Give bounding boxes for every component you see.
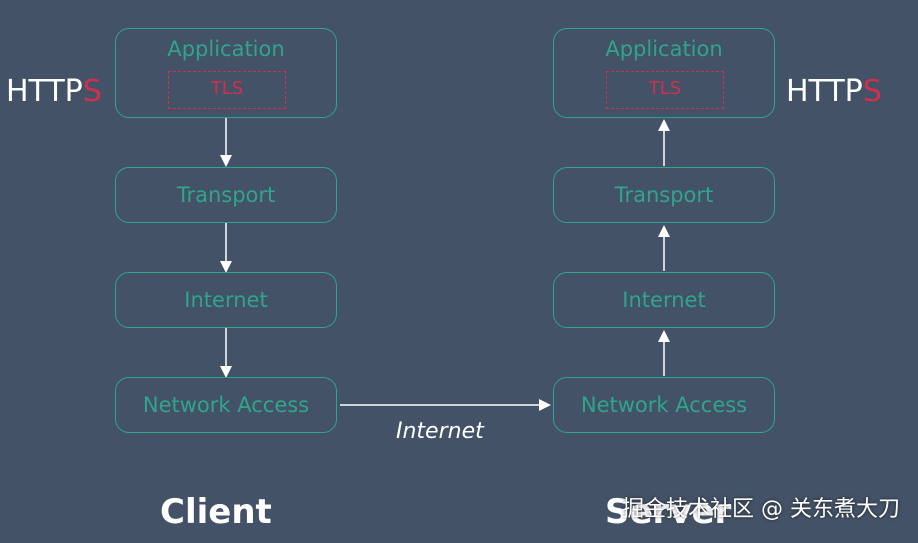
client-application-label: Application bbox=[167, 37, 285, 61]
server-internet-label: Internet bbox=[622, 288, 706, 312]
internet-connection-label: Internet bbox=[396, 419, 484, 444]
server-network-access-label: Network Access bbox=[580, 393, 748, 417]
server-internet-layer: Internet bbox=[553, 272, 775, 328]
server-transport-label: Transport bbox=[614, 183, 714, 207]
server-transport-layer: Transport bbox=[553, 167, 775, 223]
server-application-label: Application bbox=[605, 37, 723, 61]
server-application-layer: Application TLS bbox=[553, 28, 775, 118]
client-https-prefix: HTTP bbox=[6, 74, 83, 109]
client-application-layer: Application TLS bbox=[115, 28, 337, 118]
client-internet-layer: Internet bbox=[115, 272, 337, 328]
server-network-access-layer: Network Access bbox=[553, 377, 775, 433]
server-tls-label: TLS bbox=[648, 78, 682, 99]
client-tls-label: TLS bbox=[210, 78, 244, 99]
server-https-prefix: HTTP bbox=[786, 74, 863, 109]
client-tls-box: TLS bbox=[168, 71, 286, 109]
watermark-text: 掘金技术社区 @ 关东煮大刀 bbox=[622, 497, 900, 522]
client-https-suffix: S bbox=[82, 74, 102, 109]
server-label: Server bbox=[605, 492, 732, 532]
client-transport-label: Transport bbox=[176, 183, 276, 207]
server-https-label: HTTPS bbox=[786, 74, 882, 109]
client-label: Client bbox=[160, 492, 272, 532]
client-transport-layer: Transport bbox=[115, 167, 337, 223]
server-https-suffix: S bbox=[862, 74, 882, 109]
client-https-label: HTTPS bbox=[6, 74, 102, 109]
server-tls-box: TLS bbox=[606, 71, 724, 109]
client-network-access-label: Network Access bbox=[142, 393, 310, 417]
client-network-access-layer: Network Access bbox=[115, 377, 337, 433]
client-internet-label: Internet bbox=[184, 288, 268, 312]
